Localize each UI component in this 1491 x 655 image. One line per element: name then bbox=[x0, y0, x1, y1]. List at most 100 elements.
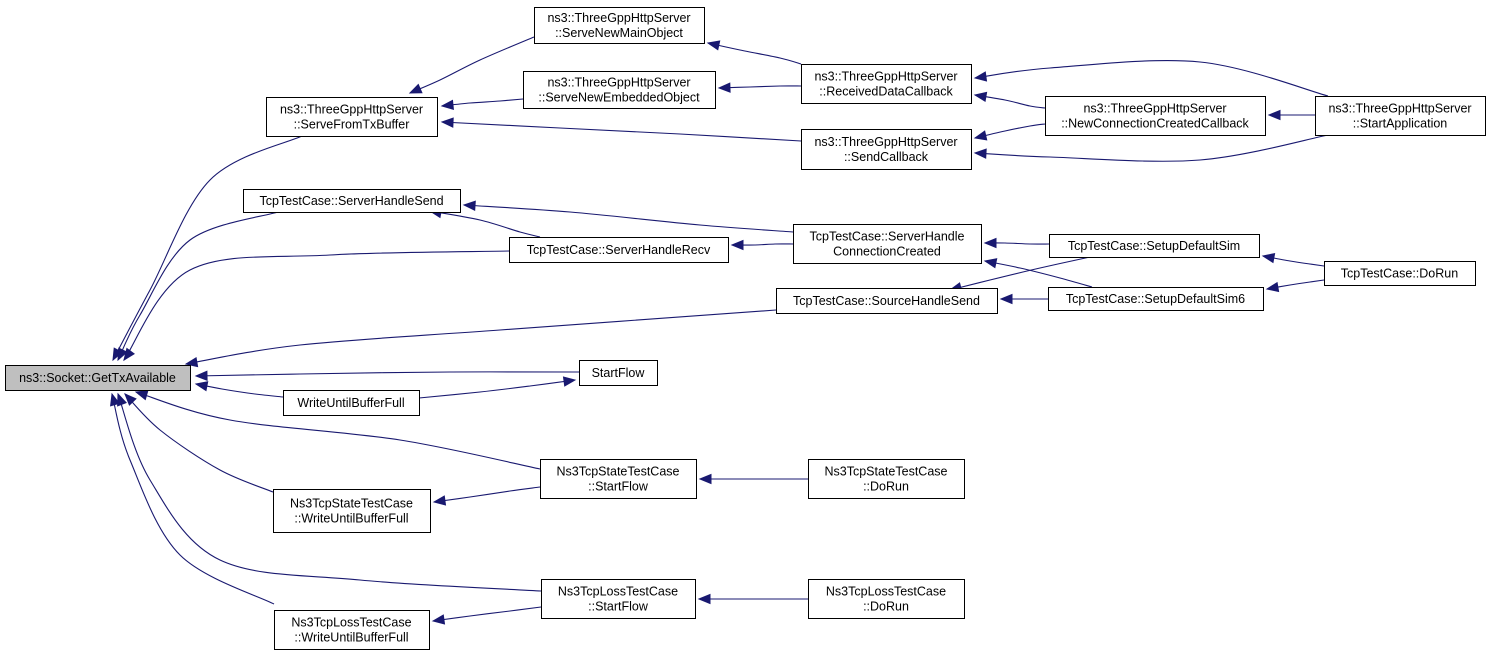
node-label: TcpTestCase::SetupDefaultSim6 bbox=[1066, 292, 1245, 306]
graph-node-n2[interactable]: ns3::ThreeGppHttpServer::ServeNewMainObj… bbox=[534, 7, 705, 44]
edge-n9-to-n8 bbox=[429, 210, 541, 238]
node-label: ::SendCallback bbox=[844, 150, 929, 164]
graph-node-n12[interactable]: TcpTestCase::SetupDefaultSim6 bbox=[1048, 287, 1264, 311]
graph-node-n6[interactable]: ns3::ThreeGppHttpServer::NewConnectionCr… bbox=[1045, 96, 1266, 136]
edge-n6-to-n4 bbox=[974, 94, 1046, 109]
graph-node-n22[interactable]: Ns3TcpLossTestCase::WriteUntilBufferFull bbox=[274, 610, 430, 650]
arrowhead-n13-to-n12 bbox=[1265, 281, 1280, 293]
node-label: ::DoRun bbox=[863, 599, 909, 613]
node-label: ns3::ThreeGppHttpServer bbox=[547, 11, 690, 25]
graph-node-n0[interactable]: ns3::Socket::GetTxAvailable bbox=[5, 365, 191, 391]
graph-node-n9[interactable]: TcpTestCase::ServerHandleRecv bbox=[509, 237, 729, 263]
node-label: ::StartFlow bbox=[588, 599, 649, 613]
node-box bbox=[509, 237, 729, 263]
node-label: ::ReceivedDataCallback bbox=[819, 84, 953, 98]
arrowhead-n14-to-n0 bbox=[184, 356, 199, 368]
node-label: TcpTestCase::ServerHandleSend bbox=[259, 194, 443, 208]
node-label: ::StartFlow bbox=[588, 479, 649, 493]
node-label: Ns3TcpStateTestCase bbox=[557, 464, 680, 478]
edge-n22-to-n20 bbox=[432, 606, 542, 622]
node-label: TcpTestCase::SetupDefaultSim bbox=[1068, 239, 1240, 253]
arrowhead-n5-to-n1 bbox=[440, 117, 454, 128]
edge-n19-to-n17 bbox=[433, 486, 541, 503]
arrowhead-n7-to-n6 bbox=[1267, 109, 1281, 121]
node-label: ::StartApplication bbox=[1353, 116, 1448, 130]
node-label: ::ServeNewEmbeddedObject bbox=[538, 90, 700, 104]
node-box bbox=[801, 129, 972, 170]
edge-n10-to-n8 bbox=[463, 204, 794, 233]
graph-node-n19[interactable]: Ns3TcpStateTestCase::WriteUntilBufferFul… bbox=[273, 489, 431, 533]
node-box bbox=[793, 224, 982, 264]
arrowhead-n19-to-n0 bbox=[124, 393, 137, 406]
nodes-layer: ns3::Socket::GetTxAvailable ns3::ThreeGpp… bbox=[5, 7, 1486, 650]
edge-n15-to-n0 bbox=[195, 371, 580, 377]
node-box bbox=[243, 189, 461, 213]
node-label: ns3::ThreeGppHttpServer bbox=[814, 69, 957, 83]
node-label: TcpTestCase::SourceHandleSend bbox=[793, 294, 980, 308]
edge-n6-to-n5 bbox=[974, 123, 1046, 139]
graph-node-n5[interactable]: ns3::ThreeGppHttpServer::SendCallback bbox=[801, 129, 972, 170]
arrowhead-n22-to-n0 bbox=[110, 392, 121, 407]
node-box bbox=[808, 459, 965, 499]
node-label: TcpTestCase::ServerHandle bbox=[810, 229, 965, 243]
arrowhead-n16-to-n0 bbox=[194, 381, 209, 392]
graph-node-n21[interactable]: Ns3TcpLossTestCase::DoRun bbox=[808, 579, 965, 619]
edge-n2-to-n1 bbox=[409, 36, 535, 94]
graph-node-n13[interactable]: TcpTestCase::DoRun bbox=[1324, 261, 1476, 286]
arrowhead-n6-to-n4 bbox=[973, 91, 988, 103]
node-label: ns3::Socket::GetTxAvailable bbox=[19, 371, 176, 385]
graph-node-n18[interactable]: Ns3TcpStateTestCase::DoRun bbox=[808, 459, 965, 499]
arrowhead-n12-to-n10 bbox=[983, 258, 998, 269]
arrowhead-n2-to-n1 bbox=[408, 83, 423, 94]
edge-n7-to-n5 bbox=[974, 134, 1329, 162]
focus-node-box bbox=[5, 365, 191, 391]
edge-n4-to-n3 bbox=[718, 85, 802, 89]
node-box bbox=[540, 459, 697, 499]
node-label: Ns3TcpLossTestCase bbox=[558, 584, 678, 598]
graph-node-n1[interactable]: ns3::ThreeGppHttpServer::ServeFromTxBuff… bbox=[266, 97, 438, 137]
graph-node-n11[interactable]: TcpTestCase::SetupDefaultSim bbox=[1049, 234, 1260, 258]
graph-node-n10[interactable]: TcpTestCase::ServerHandleConnectionCreat… bbox=[793, 224, 982, 264]
edge-n7-to-n4 bbox=[974, 60, 1329, 97]
edge-n5-to-n1 bbox=[441, 121, 802, 142]
edge-n19-to-n0 bbox=[124, 393, 274, 493]
node-box bbox=[1048, 287, 1264, 311]
edge-n4-to-n2 bbox=[707, 42, 802, 65]
edge-n1-to-n0 bbox=[112, 135, 303, 361]
node-label: ns3::ThreeGppHttpServer bbox=[1328, 101, 1471, 115]
arrowhead-n18-to-n17 bbox=[698, 473, 712, 485]
arrowhead-n3-to-n1 bbox=[440, 99, 454, 110]
graph-node-n8[interactable]: TcpTestCase::ServerHandleSend bbox=[243, 189, 461, 213]
node-box bbox=[534, 7, 705, 44]
graph-node-n4[interactable]: ns3::ThreeGppHttpServer::ReceivedDataCal… bbox=[801, 64, 972, 104]
arrowhead-n20-to-n0 bbox=[117, 392, 127, 407]
node-box bbox=[808, 579, 965, 619]
node-label: ns3::ThreeGppHttpServer bbox=[814, 135, 957, 149]
node-label: Ns3TcpLossTestCase bbox=[291, 615, 411, 629]
arrowhead-n15-to-n0 bbox=[194, 370, 208, 382]
edge-n13-to-n11 bbox=[1262, 255, 1325, 267]
node-box bbox=[523, 71, 716, 109]
graph-node-n7[interactable]: ns3::ThreeGppHttpServer::StartApplicatio… bbox=[1315, 96, 1486, 136]
node-label: TcpTestCase::ServerHandleRecv bbox=[527, 243, 711, 257]
arrowhead-n9-to-n0 bbox=[123, 347, 135, 362]
graph-node-n15[interactable]: StartFlow bbox=[579, 360, 658, 386]
edge-n20-to-n0 bbox=[117, 393, 542, 592]
graph-node-n14[interactable]: TcpTestCase::SourceHandleSend bbox=[776, 288, 998, 314]
node-box bbox=[283, 390, 420, 416]
graph-node-n20[interactable]: Ns3TcpLossTestCase::StartFlow bbox=[541, 579, 696, 619]
edge-n3-to-n1 bbox=[441, 98, 524, 107]
node-label: ::WriteUntilBufferFull bbox=[294, 511, 408, 525]
arrowhead-n7-to-n4 bbox=[973, 71, 988, 82]
node-label: ::DoRun bbox=[863, 479, 909, 493]
edge-n22-to-n0 bbox=[111, 393, 275, 605]
graph-node-n17[interactable]: Ns3TcpStateTestCase::StartFlow bbox=[540, 459, 697, 499]
arrowhead-n12-to-n14 bbox=[999, 293, 1013, 305]
edge-n16-to-n0 bbox=[195, 383, 284, 398]
edge-n8-to-n0 bbox=[117, 211, 279, 361]
arrowhead-n21-to-n20 bbox=[697, 593, 711, 605]
graph-node-n16[interactable]: WriteUntilBufferFull bbox=[283, 390, 420, 416]
node-box bbox=[579, 360, 658, 386]
node-box bbox=[776, 288, 998, 314]
graph-node-n3[interactable]: ns3::ThreeGppHttpServer::ServeNewEmbedde… bbox=[523, 71, 716, 109]
